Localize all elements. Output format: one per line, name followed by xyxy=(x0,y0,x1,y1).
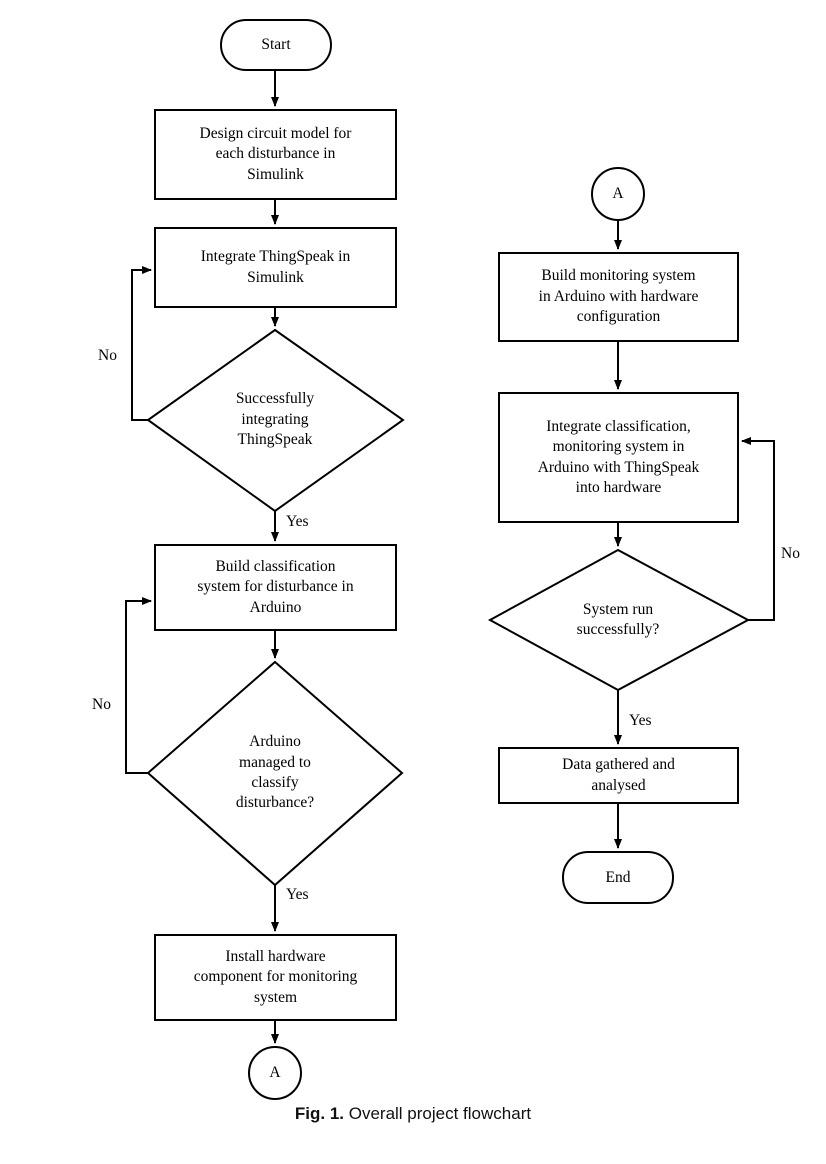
node-connector-a-in-label: A xyxy=(612,185,624,202)
arrow-no-loop-system-run xyxy=(741,437,775,621)
edge-label-no-thingspeak: No xyxy=(98,347,117,364)
shape-decide-system-run-diamond xyxy=(487,548,751,692)
shape-install-hardware-box xyxy=(154,934,397,1021)
edge-label-yes-thingspeak: Yes xyxy=(286,513,309,530)
edge-label-yes-classify: Yes xyxy=(286,886,309,903)
figure-caption-prefix: Fig. 1. xyxy=(294,1104,345,1123)
shape-decide-thingspeak-diamond xyxy=(146,328,405,513)
shape-end-terminator xyxy=(562,851,674,904)
node-connector-a-out-label: A xyxy=(269,1064,281,1081)
shape-data-gathered-box xyxy=(498,747,739,804)
shape-integrate-thingspeak-box xyxy=(154,227,397,308)
edge-label-yes-system-run: Yes xyxy=(629,712,652,729)
node-start-label: Start xyxy=(261,36,291,53)
shape-decide-classify-diamond xyxy=(146,660,404,887)
shape-connector-a-out-circle xyxy=(248,1046,302,1100)
figure-caption: Fig. 1. Overall project flowchart xyxy=(0,1104,826,1124)
arrow-no-loop-thingspeak xyxy=(131,266,152,421)
shape-build-monitoring-box xyxy=(498,252,739,342)
node-end-label: End xyxy=(605,868,631,886)
shape-integrate-all-box xyxy=(498,392,739,523)
figure-caption-text: Overall project flowchart xyxy=(344,1104,532,1123)
shape-build-classification-box xyxy=(154,544,397,631)
edge-label-no-system-run: No xyxy=(781,545,800,562)
shape-design-circuit-box xyxy=(154,109,397,200)
arrow-no-loop-classify xyxy=(125,597,152,774)
edge-label-no-classify: No xyxy=(92,696,111,713)
